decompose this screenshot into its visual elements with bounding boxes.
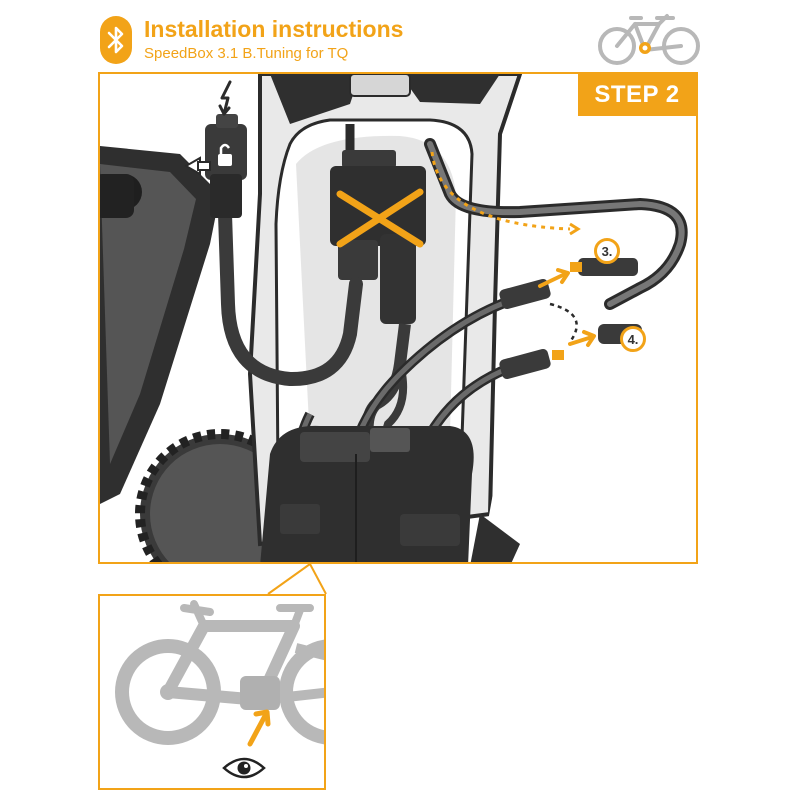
callout-step-3: 3.: [594, 238, 620, 264]
bike-icon: [598, 14, 700, 65]
installation-scene: [100, 74, 696, 562]
lightning-bolt-icon: [218, 80, 232, 116]
page-subtitle: SpeedBox 3.1 B.Tuning for TQ: [144, 45, 349, 62]
step-badge: STEP 2: [578, 74, 696, 116]
bluetooth-icon: [100, 16, 132, 64]
unlock-icon: [183, 143, 232, 176]
inset-panel: [98, 594, 326, 790]
motor-housing: [260, 425, 474, 562]
main-illustration-panel: STEP 2 3. 4.: [98, 72, 698, 564]
header: Installation instructions SpeedBox 3.1 B…: [100, 14, 600, 68]
eye-icon: [222, 757, 266, 779]
old-connector: [330, 124, 426, 324]
charge-cable: [205, 114, 363, 387]
callout-step-4: 4.: [620, 326, 646, 352]
inset-bike-illustration: [115, 600, 324, 747]
page-title: Installation instructions: [144, 16, 404, 42]
